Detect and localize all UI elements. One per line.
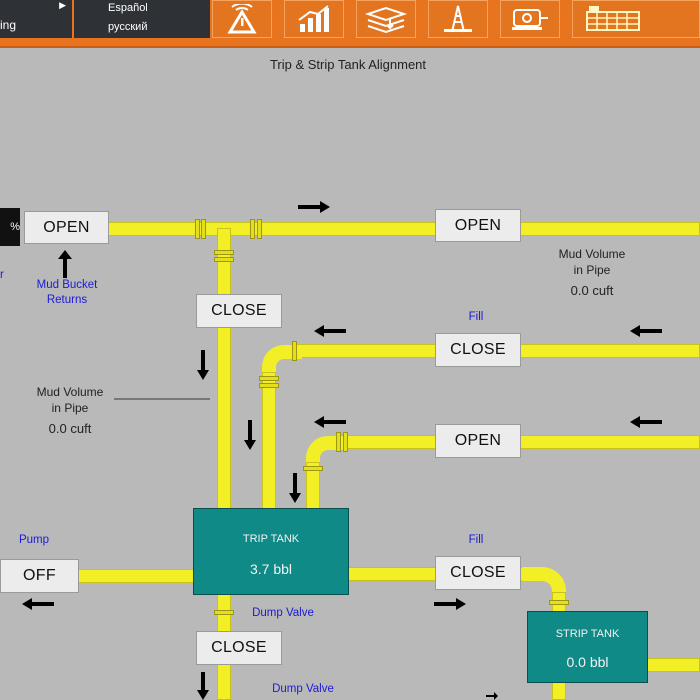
tank-button[interactable] [572,0,700,38]
pipe-joint [250,219,255,239]
top-toolbar: ing ▶ Español русский [0,0,700,48]
pipe-joint [259,376,279,381]
pipe-pump [78,569,194,583]
pipe-joint [549,600,569,605]
pipe-joint [195,219,200,239]
vertical-close-valve-button[interactable]: CLOSE [196,294,282,328]
fill-upper-valve-button[interactable]: CLOSE [435,333,521,367]
strip-tank[interactable]: STRIP TANK 0.0 bbl [527,611,648,683]
pump-icon [512,9,548,30]
alarm-button[interactable] [212,0,272,38]
pipe-joint [201,219,206,239]
middle-right-valve-button[interactable]: OPEN [435,424,521,458]
arrow-right-icon [434,598,466,610]
mud-volume-right-title: Mud Volume in Pipe [558,247,626,277]
top-right-valve-button[interactable]: OPEN [435,209,521,242]
pipe-joint [257,219,262,239]
pipe-joint [214,257,234,262]
arrow-up-icon [58,250,72,278]
arrow-down-icon [197,672,209,700]
dump-valve-label-1: Dump Valve [252,607,314,619]
pipe-joint [214,610,234,615]
derrick-button[interactable] [428,0,488,38]
arrow-left-icon [630,416,662,428]
pipe-joint [303,466,323,471]
strip-tank-value: 0.0 bbl [566,654,609,670]
pipe-top-main [100,222,700,236]
language-selector[interactable]: ing ▶ [0,0,72,38]
mud-volume-left-value: 0.0 cuft [48,421,92,436]
page-title: Trip & Strip Tank Alignment [269,57,427,72]
mud-bucket-returns-label: Mud Bucket Returns [36,279,98,306]
dump-valve-button[interactable]: CLOSE [196,631,282,665]
arrow-down-icon [244,420,256,450]
mud-volume-leader-line [114,398,210,400]
pipe-strip-bottom [552,682,566,700]
pipe-joint [336,432,341,452]
pipe-joint [259,383,279,388]
arrow-left-icon [22,598,54,610]
pump-button[interactable] [500,0,560,38]
layers-button[interactable] [356,0,416,38]
mud-bucket-valve-button[interactable]: OPEN [24,211,109,244]
arrow-right-icon [486,692,498,700]
gauge-display: % [0,208,20,246]
pipe-upper-fill-down [262,372,276,510]
derrick-icon [444,5,472,33]
chevron-right-icon: ▶ [59,0,66,10]
strip-tank-name: STRIP TANK [555,628,620,640]
pipe-joint [214,250,234,255]
pipe-joint [343,432,348,452]
mud-volume-right-value: 0.0 cuft [570,283,614,298]
language-current: ing [0,18,17,32]
arrow-left-icon [314,325,346,337]
arrow-left-icon [630,325,662,337]
fill-lower-label: Fill [468,534,484,546]
chart-button[interactable] [284,0,344,38]
arrow-right-icon [298,201,330,213]
arrow-down-icon [197,350,209,380]
layers-icon [364,6,408,34]
mud-volume-left-title: Mud Volume in Pipe [36,385,104,415]
gauge-text: % [10,221,20,233]
trip-tank-name: TRIP TANK [242,533,300,545]
trip-tank[interactable]: TRIP TANK 3.7 bbl [193,508,349,595]
language-menu: Español русский [74,0,210,38]
fill-upper-label: Fill [468,311,484,323]
pump-valve-button[interactable]: OFF [0,559,79,593]
fill-lower-valve-button[interactable]: CLOSE [435,556,521,590]
pump-label: Pump [18,534,50,546]
arrow-down-icon [289,473,301,503]
language-option-spanish[interactable]: Español [108,2,148,14]
alarm-icon [227,4,257,34]
trip-tank-value: 3.7 bbl [249,561,293,577]
pipe-strip-out [646,658,700,672]
left-partial-label: r [0,269,4,281]
chart-icon [298,5,329,32]
pipe-joint [292,341,297,361]
tank-icon [586,6,640,31]
language-option-russian[interactable]: русский [108,21,148,33]
dump-valve-label-2: Dump Valve [272,683,334,695]
arrow-left-icon [314,416,346,428]
